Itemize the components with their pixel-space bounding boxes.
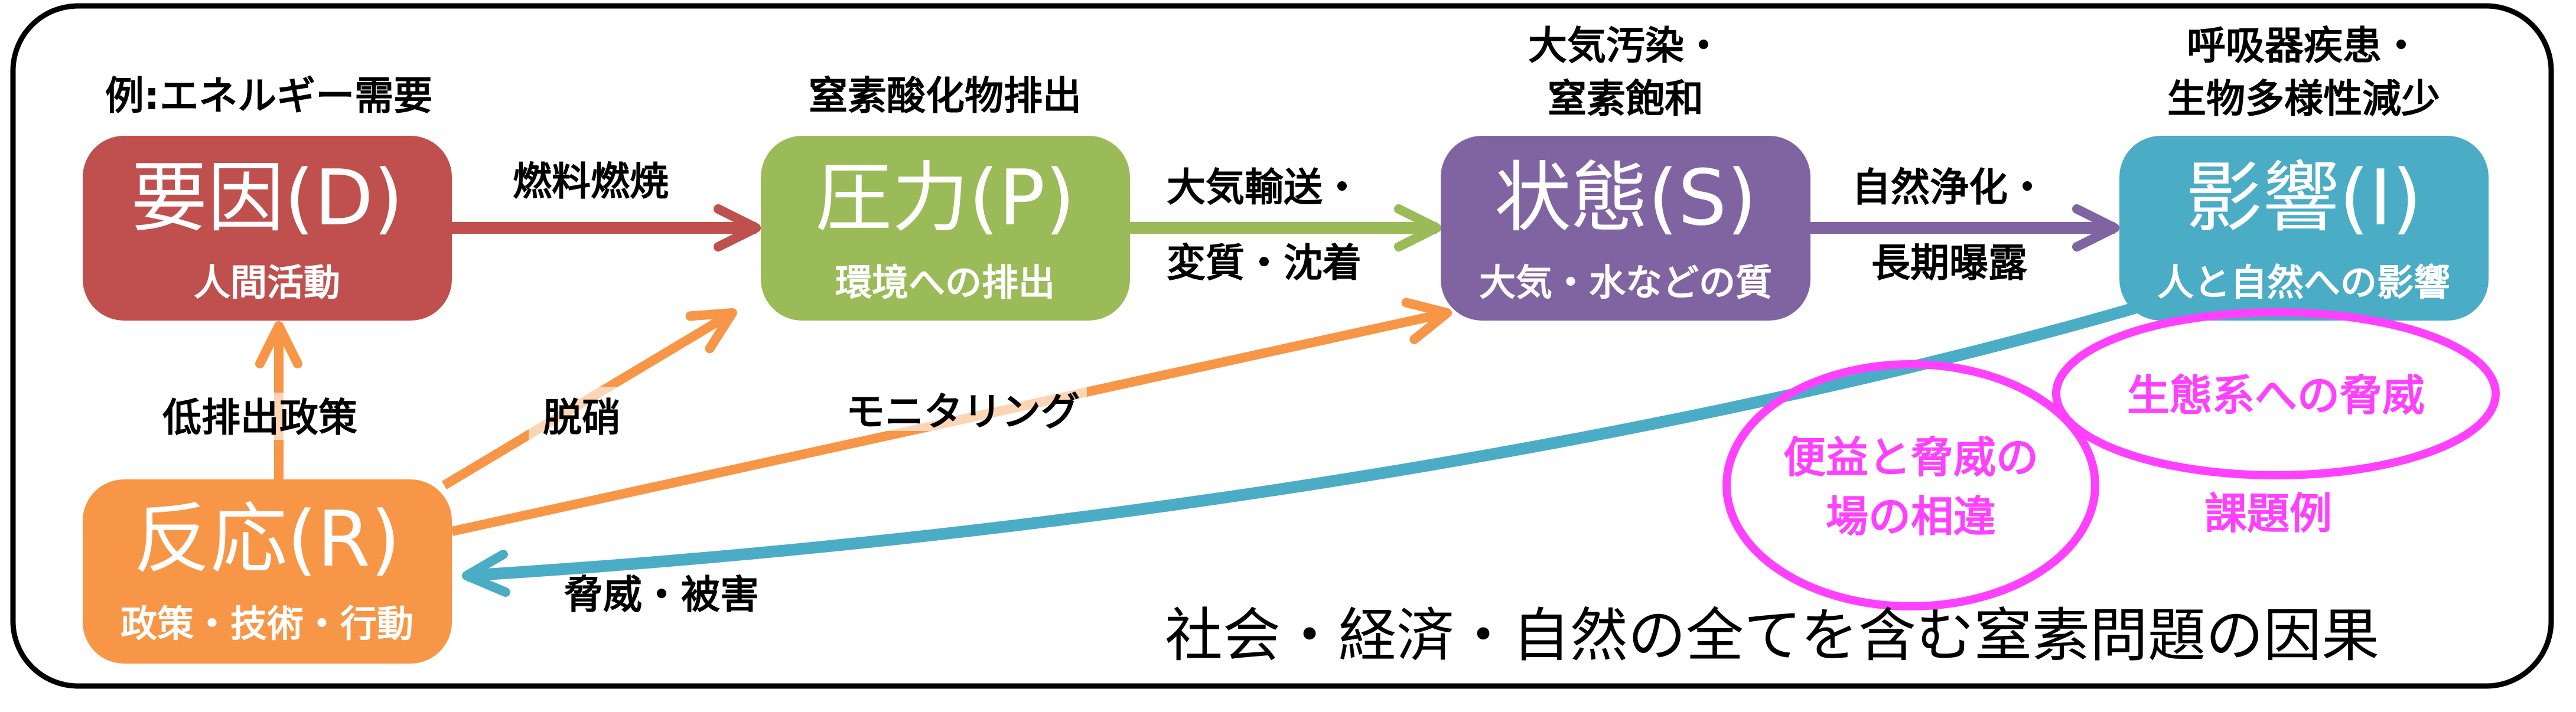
node-impact-title: 影響(I): [2186, 153, 2422, 243]
node-pressure-title: 圧力(P): [815, 153, 1075, 243]
arrow-impact-to-response: [462, 301, 2140, 597]
link-label-p-to-s-line2: 変質・沈着: [1167, 240, 1362, 286]
issues-label: 課題例: [2204, 489, 2332, 538]
node-driver-subtitle: 人間活動: [194, 261, 340, 304]
link-label-r-to-s: モニタリング: [846, 389, 1080, 435]
node-state[interactable]: 状態(S) 大気・水などの質: [1441, 136, 1810, 321]
label-bg-r-to-p: [529, 387, 629, 440]
node-impact-box: [2119, 136, 2489, 321]
issue-1-line1: 便益と脅威の: [1783, 433, 2038, 482]
link-label-d-to-p: 燃料燃焼: [513, 159, 669, 204]
node-pressure-box: [761, 136, 1130, 321]
node-impact-subtitle: 人と自然への影響: [2157, 261, 2450, 304]
link-label-s-to-i-line2: 長期曝露: [1871, 240, 2028, 286]
issue-2-line1: 生態系への脅威: [2127, 371, 2425, 420]
node-response-subtitle: 政策・技術・行動: [121, 602, 413, 645]
issue-ecosystem-threat: 生態系への脅威: [2052, 308, 2500, 479]
issue-benefit-threat-mismatch: 便益と脅威の 場の相違: [1722, 360, 2099, 610]
node-pressure-subtitle: 環境への排出: [835, 261, 1055, 304]
node-driver[interactable]: 要因(D) 人間活動: [83, 136, 452, 321]
label-bg-r-to-d: [136, 393, 384, 440]
node-impact[interactable]: 影響(I) 人と自然への影響: [2119, 136, 2489, 321]
node-pressure[interactable]: 圧力(P) 環境への排出: [761, 136, 1130, 321]
diagram-caption: 社会・経済・自然の全てを含む窒素問題の因果: [1165, 602, 2379, 669]
link-label-s-to-i-line1: 自然浄化・: [1852, 165, 2047, 210]
node-response[interactable]: 反応(R) 政策・技術・行動: [83, 479, 452, 664]
node-driver-title: 要因(D): [131, 153, 403, 243]
link-label-i-to-r: 脅威・被害: [564, 572, 759, 618]
node-response-box: [83, 479, 452, 664]
node-driver-example: 例:エネルギー需要: [105, 73, 432, 119]
label-bg-r-to-s: [839, 384, 1087, 431]
link-label-r-to-p: 脱硝: [543, 395, 621, 440]
link-label-p-to-s-line1: 大気輸送・: [1167, 165, 1362, 210]
node-state-box: [1441, 136, 1810, 321]
node-driver-box: [83, 136, 452, 321]
issue-ellipse-2: [2052, 308, 2500, 479]
node-state-subtitle: 大気・水などの質: [1479, 261, 1772, 304]
node-impact-example-line2: 生物多様性減少: [2167, 76, 2440, 122]
issue-1-line2: 場の相違: [1826, 492, 1996, 541]
issue-ellipse-1: [1722, 360, 2099, 610]
node-state-title: 状態(S): [1494, 153, 1757, 243]
node-state-example-line2: 窒素飽和: [1548, 76, 1704, 122]
link-label-r-to-d: 低排出政策: [162, 395, 357, 440]
node-response-title: 反応(R): [133, 494, 400, 584]
node-state-example-line1: 大気汚染・: [1528, 23, 1723, 68]
node-impact-example-line1: 呼吸器疾患・: [2187, 23, 2421, 68]
node-pressure-example: 窒素酸化物排出: [809, 73, 1082, 119]
